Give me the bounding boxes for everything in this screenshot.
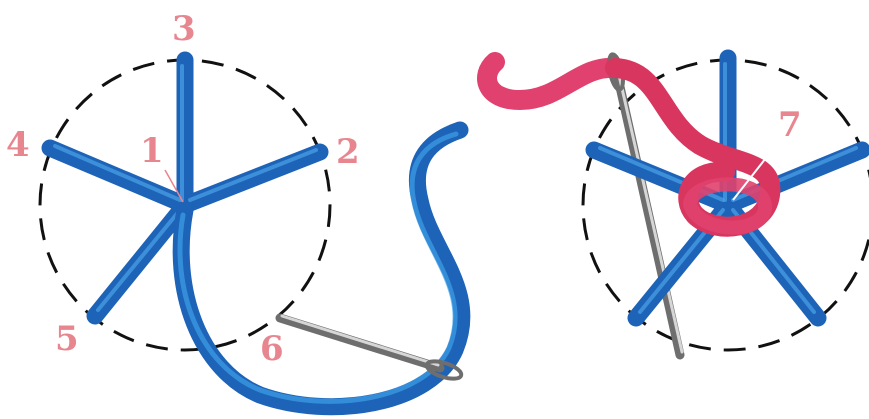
label-7-leader <box>732 139 781 201</box>
label-4: 4 <box>6 125 30 165</box>
spoke-4 <box>41 139 194 214</box>
spoke-2-highlight <box>188 148 318 202</box>
label-3: 3 <box>172 9 196 49</box>
spoke-4-highlight <box>53 144 182 202</box>
label-5: 5 <box>55 319 79 359</box>
spoke-2 <box>176 143 329 214</box>
label-1: 1 <box>140 131 164 171</box>
label-7: 7 <box>778 105 802 145</box>
red-thread-tail <box>477 52 625 111</box>
label-1-leader <box>164 169 184 203</box>
left-spokes <box>41 51 329 325</box>
left-needle <box>275 313 464 381</box>
label-2: 2 <box>336 132 360 172</box>
left-stitch-figure: 1 2 3 4 5 6 <box>6 9 471 416</box>
right-spoke-left <box>585 141 737 214</box>
right-stitch-figure: 7 <box>477 49 869 360</box>
spoke-5-highlight <box>96 208 182 312</box>
label-6: 6 <box>260 329 284 369</box>
red-wrap-ring <box>683 177 772 235</box>
